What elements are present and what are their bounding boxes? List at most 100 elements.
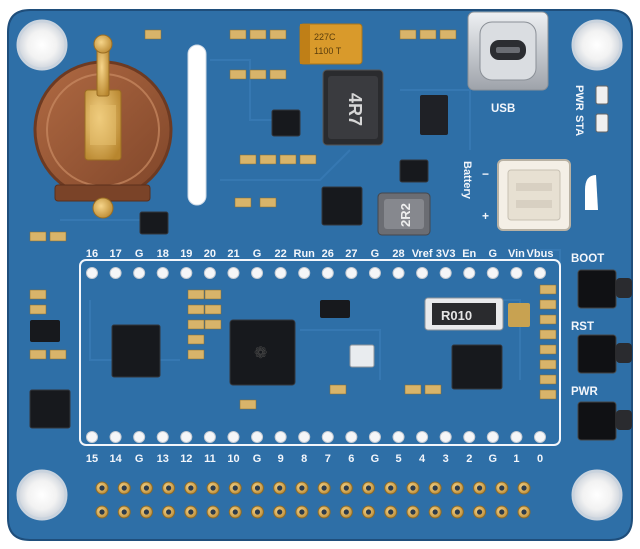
pcb-notch <box>585 175 598 210</box>
boot-button <box>577 269 617 309</box>
top-pad <box>203 267 216 279</box>
top-pin-label: Vbus <box>527 248 554 260</box>
gpio-hole <box>365 509 372 515</box>
top-pad <box>416 267 429 279</box>
top-pin-label: 22 <box>275 248 287 260</box>
bottom-pad <box>345 431 358 443</box>
bottom-pin-label: 1 <box>513 453 519 465</box>
gpio-hole <box>454 509 460 515</box>
usb-label: USB <box>491 103 515 115</box>
gpio-hole <box>99 509 105 515</box>
gpio-hole <box>143 485 150 491</box>
bottom-pad <box>274 431 287 443</box>
gpio-hole <box>343 485 349 491</box>
top-pad <box>534 267 546 279</box>
bottom-pin-label: G <box>489 453 498 465</box>
top-pin-label: 20 <box>204 248 216 260</box>
top-pin-label: 16 <box>86 248 98 260</box>
gpio-hole <box>432 485 438 491</box>
top-pin-label: 19 <box>180 248 192 260</box>
coin-cell-holder <box>33 34 173 219</box>
top-pin-label: 26 <box>322 248 334 260</box>
top-pad <box>392 267 405 279</box>
pwr-button <box>577 401 617 441</box>
amber-component <box>508 303 530 327</box>
bottom-pad <box>86 431 98 443</box>
gpio-hole <box>454 485 460 491</box>
gpio-hole <box>321 509 327 515</box>
gpio-hole <box>499 509 505 515</box>
bottom-pad <box>416 431 429 443</box>
rst-button-label: RST <box>571 321 594 333</box>
gpio-hole <box>277 509 283 515</box>
bottom-pin-label: 5 <box>395 453 401 465</box>
svg-text:1100 T: 1100 T <box>314 46 342 56</box>
bottom-pad <box>321 431 334 443</box>
battery-label: Battery <box>461 161 473 200</box>
gpio-hole <box>210 485 216 491</box>
svg-text:2R2: 2R2 <box>398 203 413 227</box>
bottom-pin-label: G <box>135 453 144 465</box>
svg-text:227C: 227C <box>314 32 336 42</box>
bottom-pad <box>392 431 405 443</box>
boot-button-label: BOOT <box>571 253 604 265</box>
bottom-pin-label: G <box>371 453 380 465</box>
battery-minus: − <box>482 167 489 181</box>
main-ics: ❁ <box>29 300 503 429</box>
top-pad <box>463 267 476 279</box>
bottom-pin-label: 13 <box>157 453 169 465</box>
gpio-hole <box>365 485 372 491</box>
board-slot <box>187 44 207 206</box>
top-pad <box>368 267 381 279</box>
top-pin-label: Vin <box>508 248 525 260</box>
bottom-pad <box>180 431 193 443</box>
header-outline <box>79 259 561 446</box>
gpio-hole <box>254 509 261 515</box>
inductor-4r7: 4R7 <box>322 69 384 146</box>
gpio-hole <box>299 485 305 491</box>
gpio-hole <box>143 509 150 515</box>
top-pin-label: G <box>253 248 262 260</box>
top-pin-label: G <box>489 248 498 260</box>
mounting-holes <box>16 19 623 521</box>
bottom-pad <box>251 431 264 443</box>
top-pin-label: Vref <box>412 248 433 260</box>
gpio-hole <box>232 485 238 491</box>
gpio-hole <box>188 485 194 491</box>
gpio-hole <box>432 509 438 515</box>
gpio-hole <box>166 485 172 491</box>
top-pad <box>321 267 334 279</box>
bottom-pin-label: 11 <box>204 453 216 465</box>
shunt-resistor: R010 <box>424 297 504 331</box>
svg-text:4R7: 4R7 <box>345 93 365 126</box>
top-pin-label: 21 <box>227 248 239 260</box>
bottom-pad <box>368 431 381 443</box>
top-pad <box>510 267 523 279</box>
top-pad <box>86 267 98 279</box>
gpio-hole <box>343 509 349 515</box>
inductor-2r2: 2R2 <box>377 192 431 236</box>
top-pin-label: 17 <box>109 248 121 260</box>
gpio-hole <box>521 485 527 491</box>
gpio-header <box>95 481 531 519</box>
gpio-hole <box>321 485 327 491</box>
bottom-pin-label: 2 <box>466 453 472 465</box>
smd-passives <box>29 29 557 410</box>
gpio-hole <box>521 509 527 515</box>
top-pad <box>274 267 287 279</box>
bottom-pad <box>486 431 499 443</box>
gpio-hole <box>166 509 172 515</box>
gpio-hole <box>232 509 238 515</box>
gpio-hole <box>410 485 416 491</box>
bottom-pad <box>203 431 216 443</box>
bottom-pin-label: 4 <box>419 453 426 465</box>
tantalum-capacitor: 227C 1100 T <box>299 23 363 65</box>
pwr-led-label: PWR <box>573 85 585 111</box>
top-pin-label: G <box>371 248 380 260</box>
rst-button <box>577 334 617 374</box>
svg-text:❁: ❁ <box>254 343 267 362</box>
bottom-pad-row <box>86 431 546 443</box>
